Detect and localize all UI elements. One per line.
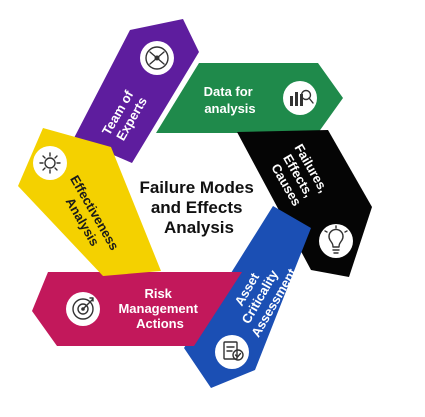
segment-asset-criticality: Asset Criticality Assessment xyxy=(184,206,311,388)
segment-data-for-analysis: Data for analysis xyxy=(156,63,343,133)
lightbulb-idea-icon xyxy=(319,224,353,258)
segment-label-risk: Risk Management Actions xyxy=(118,286,201,331)
gear-cycle-icon xyxy=(33,146,67,180)
segment-risk-management: Risk Management Actions xyxy=(32,272,242,346)
checklist-assessment-icon xyxy=(215,335,249,369)
team-hands-icon xyxy=(140,41,174,75)
risk-target-icon xyxy=(66,292,100,326)
data-analysis-icon xyxy=(283,81,317,115)
segment-label-data: Data for analysis xyxy=(204,84,257,116)
segment-team-of-experts: Team of Experts xyxy=(74,19,199,163)
segment-failures-effects-causes: Failures, Effects, Causes xyxy=(237,130,372,277)
segment-effectiveness-analysis: Effectiveness Analysis xyxy=(18,128,161,276)
center-title: Failure Modes and Effects Analysis xyxy=(139,178,258,237)
